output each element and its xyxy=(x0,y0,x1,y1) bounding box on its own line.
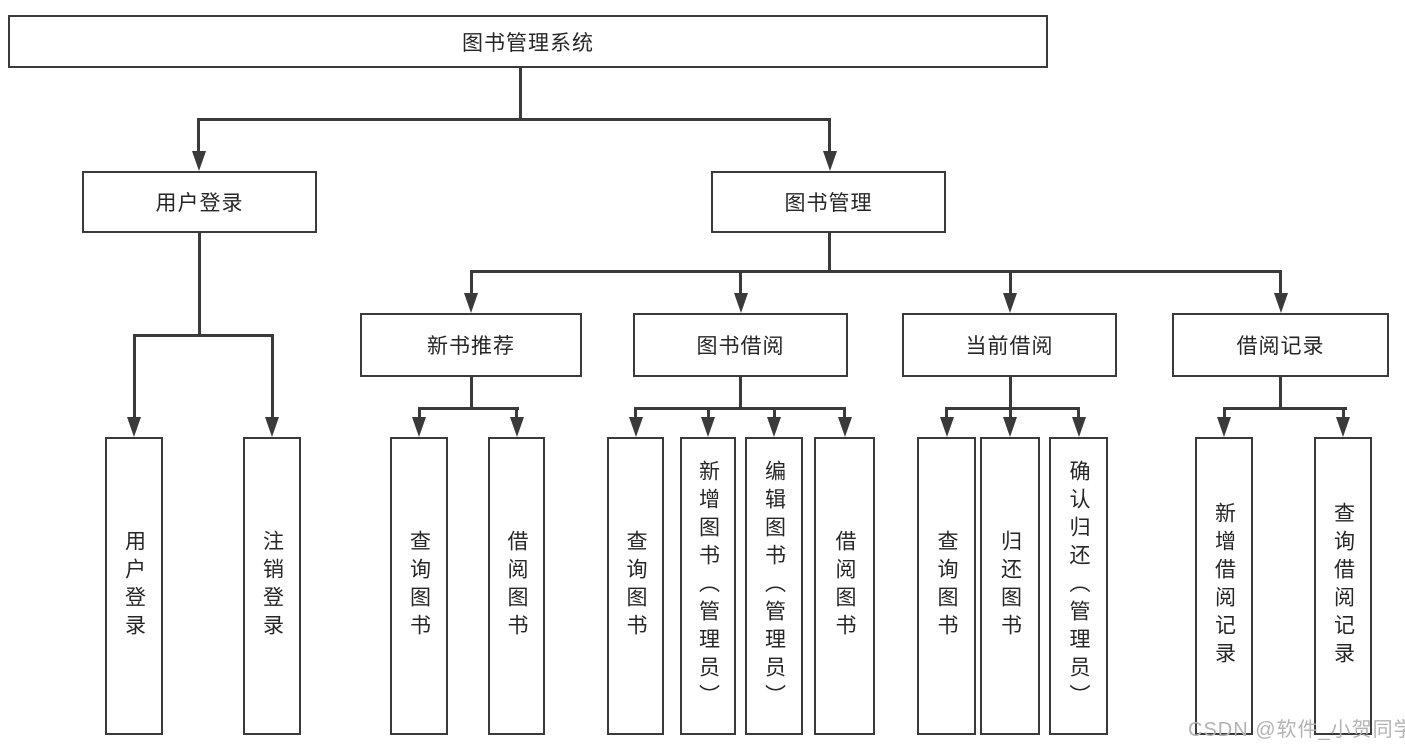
leaf-logout-label: 注销登录 xyxy=(260,530,284,642)
node-new-book-recommend: 新书推荐 xyxy=(360,313,582,377)
connector xyxy=(828,232,831,273)
leaf-add-book-admin: 新增图书（管理员） xyxy=(680,437,736,735)
node-book-management-label: 图书管理 xyxy=(784,192,873,215)
connector xyxy=(843,406,846,419)
leaf-query-book-3: 查询图书 xyxy=(917,437,976,735)
arrowhead-icon xyxy=(412,417,426,437)
arrowhead-icon xyxy=(767,417,781,437)
leaf-query-book-2: 查询图书 xyxy=(607,437,664,735)
arrowhead-icon xyxy=(191,151,206,171)
connector xyxy=(772,406,776,419)
connector xyxy=(945,406,948,419)
arrowhead-icon xyxy=(1273,293,1288,313)
node-current-borrow-label: 当前借阅 xyxy=(965,335,1054,358)
node-borrow-record: 借阅记录 xyxy=(1172,313,1389,377)
connector xyxy=(1008,406,1012,419)
connector xyxy=(945,406,1080,410)
arrowhead-icon xyxy=(939,417,954,437)
connector xyxy=(1279,375,1282,409)
arrowhead-icon xyxy=(464,293,478,313)
node-borrow-record-label: 借阅记录 xyxy=(1236,335,1325,358)
leaf-add-borrow-record: 新增借阅记录 xyxy=(1195,437,1253,735)
connector xyxy=(197,117,200,153)
leaf-return-book-label: 归还图书 xyxy=(998,530,1022,642)
connector xyxy=(197,117,831,121)
leaf-confirm-return-admin: 确认归还（管理员） xyxy=(1049,437,1108,735)
arrowhead-icon xyxy=(733,293,748,313)
arrowhead-icon xyxy=(701,417,715,437)
node-book-management: 图书管理 xyxy=(711,171,946,233)
connector xyxy=(706,406,710,419)
leaf-query-borrow-record-label: 查询借阅记录 xyxy=(1331,502,1355,670)
arrowhead-icon xyxy=(1003,293,1017,313)
arrowhead-icon xyxy=(265,417,279,437)
arrowhead-icon xyxy=(1071,417,1086,437)
connector xyxy=(469,375,473,409)
connector xyxy=(634,406,637,419)
connector xyxy=(270,333,274,419)
node-book-borrow: 图书借阅 xyxy=(633,313,848,377)
connector xyxy=(518,66,522,120)
leaf-query-borrow-record: 查询借阅记录 xyxy=(1314,437,1372,735)
arrowhead-icon xyxy=(1336,417,1350,437)
connector xyxy=(1341,406,1345,419)
leaf-borrow-book-1: 借阅图书 xyxy=(488,437,545,735)
connector xyxy=(417,406,519,410)
leaf-add-book-admin-label: 新增图书（管理员） xyxy=(696,460,720,712)
node-user-login-label: 用户登录 xyxy=(155,192,244,215)
leaf-query-book-1-label: 查询图书 xyxy=(407,530,431,642)
connector xyxy=(469,269,1282,273)
connector xyxy=(515,406,518,419)
connector xyxy=(1279,269,1282,295)
node-new-book-recommend-label: 新书推荐 xyxy=(427,335,515,358)
arrowhead-icon xyxy=(628,417,643,437)
connector xyxy=(198,232,201,336)
connector xyxy=(1222,406,1226,419)
leaf-logout: 注销登录 xyxy=(243,437,301,735)
csdn-watermark: CSDN @软件_小贺同学 xyxy=(1188,719,1405,741)
node-current-borrow: 当前借阅 xyxy=(902,313,1117,377)
connector xyxy=(1222,406,1347,410)
connector xyxy=(132,333,136,419)
leaf-borrow-book-2: 借阅图书 xyxy=(814,437,875,735)
leaf-borrow-book-1-label: 借阅图书 xyxy=(505,530,529,642)
connector xyxy=(739,269,742,295)
connector xyxy=(739,375,742,409)
leaf-add-borrow-record-label: 新增借阅记录 xyxy=(1212,502,1236,670)
connector xyxy=(1008,269,1012,295)
leaf-query-book-1: 查询图书 xyxy=(390,437,448,735)
leaf-user-login-label: 用户登录 xyxy=(122,530,146,642)
leaf-query-book-3-label: 查询图书 xyxy=(935,530,959,642)
leaf-borrow-book-2-label: 借阅图书 xyxy=(833,530,857,642)
connector xyxy=(132,333,274,337)
connector xyxy=(1077,406,1080,419)
arrowhead-icon xyxy=(837,417,852,437)
arrowhead-icon xyxy=(822,151,837,171)
connector xyxy=(634,406,846,410)
node-user-login: 用户登录 xyxy=(82,171,317,233)
connector xyxy=(828,117,831,153)
leaf-edit-book-admin: 编辑图书（管理员） xyxy=(745,437,803,735)
arrowhead-icon xyxy=(127,417,141,437)
connector xyxy=(469,269,473,295)
arrowhead-icon xyxy=(1003,417,1017,437)
arrowhead-icon xyxy=(1217,417,1231,437)
node-root-label: 图书管理系统 xyxy=(462,31,594,55)
leaf-confirm-return-admin-label: 确认归还（管理员） xyxy=(1067,460,1091,712)
leaf-user-login: 用户登录 xyxy=(105,437,163,735)
leaf-query-book-2-label: 查询图书 xyxy=(624,530,648,642)
leaf-edit-book-admin-label: 编辑图书（管理员） xyxy=(762,460,786,712)
arrowhead-icon xyxy=(509,417,524,437)
connector xyxy=(417,406,421,419)
node-root: 图书管理系统 xyxy=(8,15,1048,68)
connector xyxy=(1008,375,1012,409)
leaf-return-book: 归还图书 xyxy=(980,437,1040,735)
node-book-borrow-label: 图书借阅 xyxy=(696,335,785,358)
